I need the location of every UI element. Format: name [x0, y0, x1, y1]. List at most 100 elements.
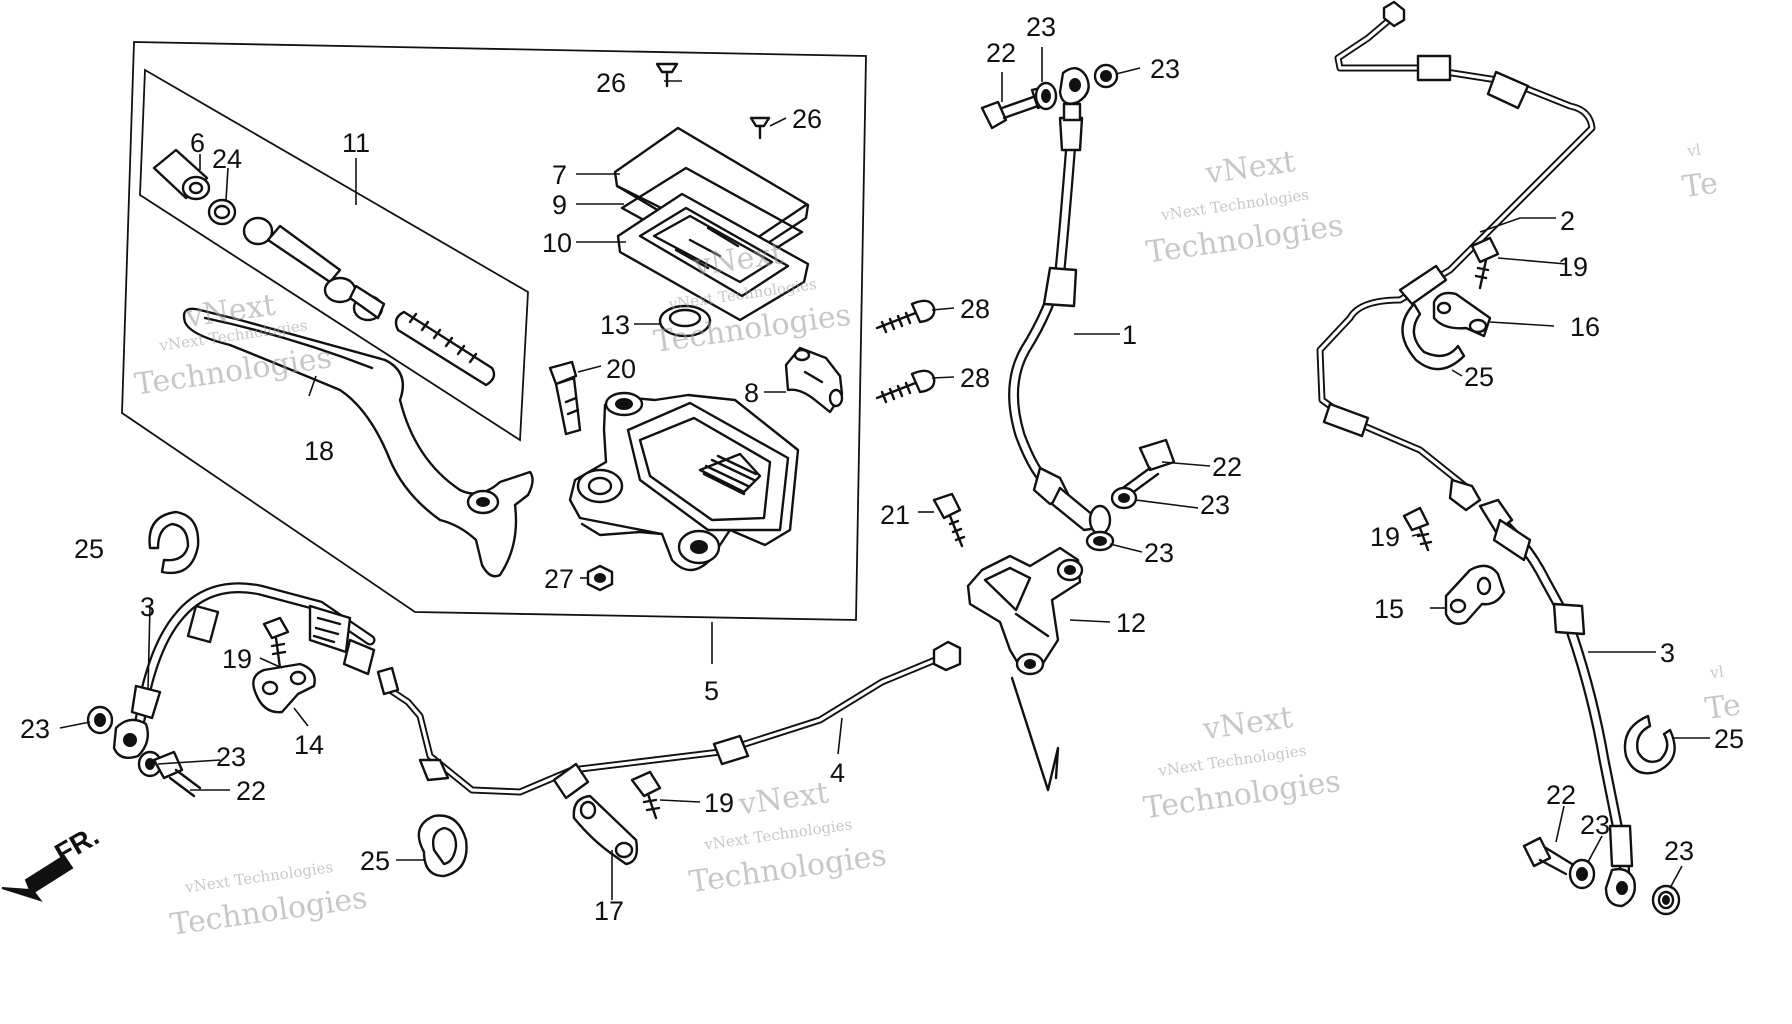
callout-23-right-b: 23 — [1664, 836, 1694, 866]
grommet-left-upper-part — [148, 510, 200, 575]
callout-22-upper: 22 — [986, 38, 1016, 68]
sealing-washer-lower-right-b-part — [1651, 884, 1681, 916]
callout-28-lower: 28 — [960, 363, 990, 393]
holder-bolt-upper-part — [875, 299, 936, 334]
joint-bolt-part — [932, 492, 966, 548]
grommet-left-lower-part — [417, 814, 468, 878]
callout-1: 1 — [1122, 320, 1137, 350]
callout-23-top-mid: 23 — [1026, 12, 1056, 42]
callout-5: 5 — [704, 676, 719, 706]
callout-25-left-lower: 25 — [360, 846, 390, 876]
watermark-mark-5: vNext — [736, 775, 831, 822]
spring-part — [394, 310, 496, 387]
callout-4: 4 — [830, 758, 845, 788]
leader-lines — [59, 47, 1710, 900]
callout-26-top: 26 — [596, 68, 626, 98]
left-brake-pipe-part — [376, 640, 962, 800]
hose-clamp-left-part — [252, 662, 316, 714]
callout-22-mid: 22 — [1212, 452, 1242, 482]
sealing-washer-left-part — [86, 705, 114, 735]
callout-19-right-lower: 19 — [1370, 522, 1400, 552]
clamp-bolt-right-upper-part — [1470, 236, 1500, 290]
callout-22-right: 22 — [1546, 780, 1576, 810]
callout-23-mid-upper: 23 — [1200, 490, 1230, 520]
callout-9: 9 — [552, 190, 567, 220]
callout-23-left: 23 — [20, 714, 50, 744]
callout-23-mid-lower: 23 — [1144, 538, 1174, 568]
callout-24: 24 — [212, 144, 242, 174]
cap-screw-top-part — [655, 62, 679, 88]
arrow-indicator-icon — [1010, 676, 1060, 792]
callout-23-left-lower: 23 — [216, 742, 246, 772]
brake-lever-part — [182, 307, 534, 578]
oil-bolt-lower-right-part — [1522, 836, 1574, 876]
callout-22-left: 22 — [236, 776, 266, 806]
sealing-washer-upper-right-part — [1093, 63, 1119, 89]
watermark-edge-large-1: Te — [1680, 166, 1720, 206]
callout-28-upper: 28 — [960, 294, 990, 324]
diaphragm-part — [616, 192, 810, 322]
callout-19-right-upper: 19 — [1558, 252, 1588, 282]
piston-kit-box — [139, 68, 529, 442]
watermark-edge-large-2: Te — [1703, 688, 1743, 728]
watermark-mark-3: vNext — [1203, 144, 1298, 191]
holder-bolt-lower-part — [875, 369, 936, 404]
upper-brake-hose-part — [1008, 67, 1112, 536]
clamp-bolt-center-part — [630, 770, 662, 820]
callout-23-right-a: 23 — [1580, 810, 1610, 840]
callout-8: 8 — [744, 378, 759, 408]
callout-16: 16 — [1570, 312, 1600, 342]
clamp-bolt-right-lower-part — [1402, 506, 1433, 552]
front-direction-arrow-icon — [1, 854, 74, 902]
master-cylinder-holder-part — [784, 346, 844, 414]
right-brake-pipe-part — [1316, 0, 1596, 512]
lever-pivot-nut-part — [586, 564, 614, 592]
callout-17: 17 — [594, 896, 624, 926]
right-brake-hose-part — [1478, 498, 1636, 908]
sealing-washer-mid-part — [1110, 486, 1138, 510]
callout-2: 2 — [1560, 206, 1575, 236]
callout-7: 7 — [552, 160, 567, 190]
oil-seal-part — [658, 304, 712, 338]
callout-6: 6 — [190, 128, 205, 158]
piston-set-part — [242, 216, 386, 322]
watermark-edge-small-1: vl — [1685, 141, 1702, 161]
pipe-clamp-right-upper-part — [1432, 291, 1492, 338]
callout-15: 15 — [1374, 594, 1404, 624]
callout-25-right-lower: 25 — [1714, 724, 1744, 754]
callout-27: 27 — [544, 564, 574, 594]
clamp-bolt-left-part — [262, 616, 290, 670]
callout-3-right: 3 — [1660, 638, 1675, 668]
callout-18: 18 — [304, 436, 334, 466]
left-brake-hose-part — [112, 582, 376, 759]
callout-10: 10 — [542, 228, 572, 258]
sealing-washer-lower-part — [1085, 530, 1115, 552]
callout-labels: 1 2 3 3 4 5 6 7 8 9 10 11 12 13 14 15 16… — [20, 12, 1744, 926]
sealing-washer-lower-right-a-part — [1568, 858, 1596, 890]
callout-23-top-right: 23 — [1150, 54, 1180, 84]
pipe-clamp-center-part — [572, 794, 639, 866]
oil-bolt-left-part — [152, 750, 202, 798]
callout-20: 20 — [606, 354, 636, 384]
three-way-joint-part — [966, 546, 1084, 676]
cap-screw-right-part — [749, 116, 771, 140]
grommet-right-upper-part — [1401, 302, 1466, 371]
callout-19-left: 19 — [222, 644, 252, 674]
sealing-washer-upper-left-part — [1034, 81, 1058, 111]
watermark-edge-small-2: vl — [1708, 662, 1725, 682]
lever-pivot-bolt-part — [548, 360, 582, 436]
master-cylinder-body-part — [568, 391, 800, 572]
callout-26-right: 26 — [792, 104, 822, 134]
callout-14: 14 — [294, 730, 324, 760]
circlip-part — [207, 198, 237, 226]
callout-19-center: 19 — [704, 788, 734, 818]
callout-21: 21 — [880, 500, 910, 530]
callout-12: 12 — [1116, 608, 1146, 638]
grommet-right-lower-part — [1623, 714, 1676, 775]
hose-clamp-right-part — [1444, 564, 1506, 625]
callout-3-left: 3 — [140, 592, 155, 622]
callout-11: 11 — [342, 128, 370, 158]
callout-13: 13 — [600, 310, 630, 340]
callout-25-right-upper: 25 — [1464, 362, 1494, 392]
